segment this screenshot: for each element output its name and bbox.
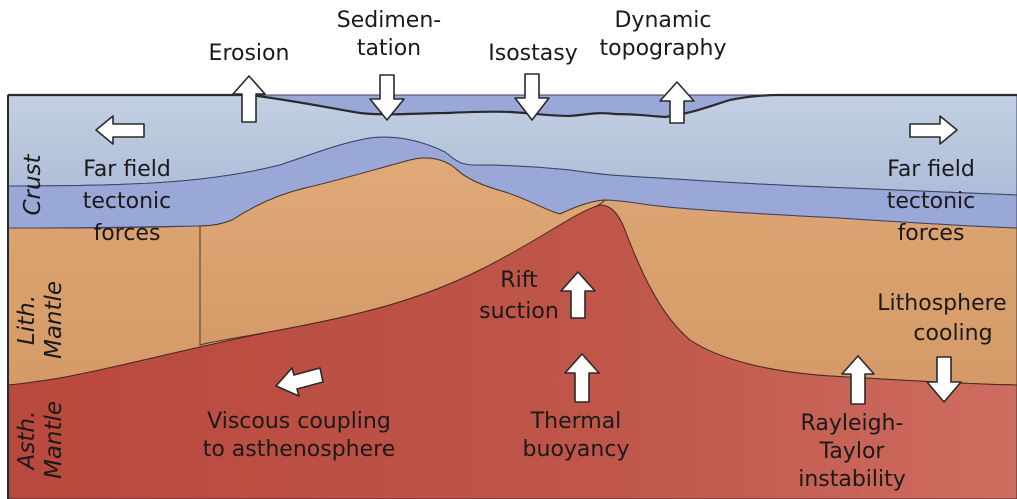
rift-suction-label-line1: Rift (500, 268, 538, 293)
viscous-coupling-label-line2: to asthenosphere (203, 437, 396, 462)
lith-mantle-layer-label-line2: Mantle (41, 281, 67, 359)
lithosphere-cooling-label-line2: cooling (913, 321, 992, 346)
far-field-left-label-line1: Far field (83, 157, 171, 182)
isostasy-label: Isostasy (488, 41, 577, 66)
dynamic-topography-label-line1: Dynamic (614, 8, 711, 33)
rayleigh-taylor-label-line2: Taylor (819, 439, 886, 464)
far-field-left-label-line2: tectonic (83, 189, 172, 214)
sedimentation-label-line1: Sedimen- (337, 8, 441, 33)
viscous-coupling-label-line1: Viscous coupling (207, 409, 391, 434)
dynamic-topography-label-line2: topography (600, 36, 727, 61)
lithosphere-cooling-label-line1: Lithosphere (877, 291, 1006, 316)
rift-suction-label-line2: suction (479, 299, 559, 324)
lith-mantle-layer-label-line1: Lith. (14, 295, 40, 345)
rayleigh-taylor-label-line1: Rayleigh- (801, 411, 904, 436)
sedimentation-label-line2: tation (357, 36, 421, 61)
rayleigh-taylor-label-line3: instability (798, 467, 906, 492)
crust-layer-label: Crust (20, 153, 46, 215)
asth-mantle-layer-label-line2: Mantle (41, 401, 67, 479)
erosion-label: Erosion (209, 41, 290, 66)
far-field-right-label-line2: tectonic (887, 189, 976, 214)
asth-mantle-layer-label-line1: Asth. (14, 411, 40, 472)
thermal-buoyancy-label-line2: buoyancy (523, 437, 630, 462)
far-field-left-label-line3: forces (94, 221, 161, 246)
far-field-right-label-line1: Far field (887, 157, 975, 182)
far-field-right-label-line3: forces (898, 221, 965, 246)
thermal-buoyancy-label-line1: Thermal (530, 409, 622, 434)
